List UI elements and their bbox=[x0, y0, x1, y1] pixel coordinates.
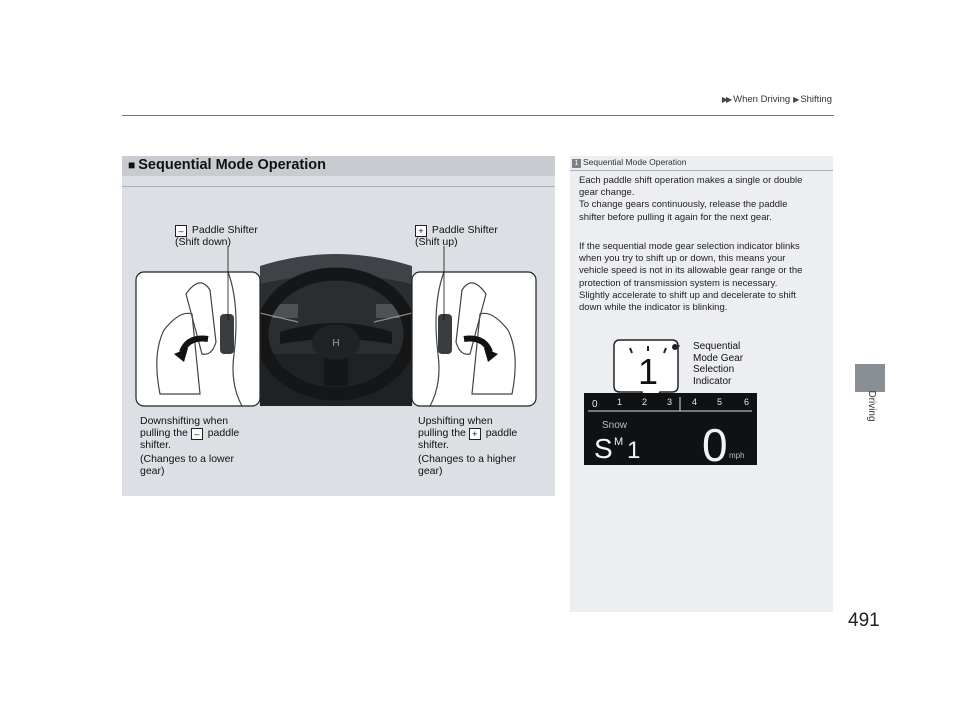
breadcrumb-arrow-icon: ▶▶ bbox=[721, 95, 732, 104]
reference-icon: 1 bbox=[572, 159, 581, 168]
sidebar-paragraph-2: If the sequential mode gear selection in… bbox=[579, 241, 803, 314]
left-hand-inset bbox=[135, 271, 261, 407]
scale-label-0: 0 bbox=[592, 399, 598, 410]
gear-s: S bbox=[594, 433, 613, 464]
scale-label-5: 5 bbox=[717, 397, 722, 407]
breadcrumb-item[interactable]: When Driving bbox=[733, 94, 791, 105]
chapter-tab[interactable] bbox=[855, 364, 885, 392]
panel-divider bbox=[122, 186, 555, 187]
instrument-cluster bbox=[584, 393, 757, 465]
steering-wheel-graphic: H bbox=[255, 267, 417, 401]
gear-m: M bbox=[614, 436, 623, 448]
breadcrumb-arrow-icon: ▶ bbox=[793, 95, 799, 104]
section-header-bar bbox=[122, 156, 555, 176]
gear-number: 1 bbox=[627, 437, 640, 464]
sidebar-divider bbox=[570, 170, 833, 171]
scale-label-2: 2 bbox=[642, 397, 647, 407]
mode-text: Snow bbox=[602, 420, 628, 431]
speed-value: 0 bbox=[702, 419, 728, 465]
scale-label-3: 3 bbox=[667, 397, 672, 407]
downshift-caption: Downshifting when pulling the – paddle s… bbox=[140, 415, 240, 477]
plus-key-icon: + bbox=[468, 427, 481, 440]
downshift-paddle-label: – Paddle Shifter (Shift down) bbox=[175, 224, 258, 248]
callout-dot bbox=[672, 344, 678, 350]
minus-key-icon: – bbox=[190, 427, 203, 440]
header-divider bbox=[122, 115, 834, 116]
breadcrumb: ▶▶ When Driving ▶ Shifting bbox=[722, 94, 832, 105]
upshift-caption: Upshifting when pulling the + paddle shi… bbox=[418, 415, 518, 477]
breadcrumb-item[interactable]: Shifting bbox=[800, 94, 832, 105]
speed-unit: mph bbox=[729, 451, 745, 460]
steering-wheel-illustration: H bbox=[135, 246, 537, 407]
section-square-icon: ■ bbox=[128, 158, 136, 172]
enlarged-gear-number: 1 bbox=[638, 351, 658, 392]
gear-indicator-callout-graphic: 1 bbox=[613, 339, 680, 433]
scale-label-1: 1 bbox=[617, 397, 622, 407]
scale-label-4: 4 bbox=[692, 397, 697, 407]
cluster-readout-graphic: 0 1 2 3 4 5 6 Snow S M 1 0 mph bbox=[588, 397, 752, 465]
chapter-tab-label: Driving bbox=[866, 390, 877, 422]
upshift-paddle-label: + Paddle Shifter (Shift up) bbox=[415, 224, 498, 248]
svg-text:H: H bbox=[332, 338, 339, 349]
scale-label-6: 6 bbox=[744, 397, 749, 407]
page-number: 491 bbox=[848, 610, 880, 631]
section-title: ■Sequential Mode Operation bbox=[128, 157, 326, 173]
right-hand-inset bbox=[411, 271, 537, 407]
sidebar-paragraph-1: Each paddle shift operation makes a sing… bbox=[579, 175, 803, 223]
callout-label: Sequential Mode Gear Selection Indicator bbox=[693, 341, 744, 387]
